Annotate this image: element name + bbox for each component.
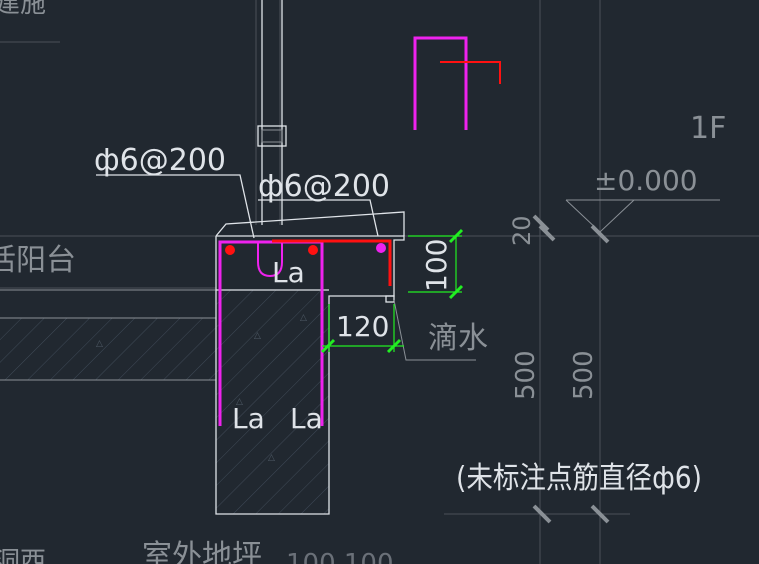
bottom-dims-label: 100 100 [286, 549, 394, 564]
dim-500-a-label: 500 [511, 350, 541, 400]
svg-text:△: △ [96, 339, 103, 349]
dimension-100 [408, 228, 464, 300]
la-right-label: La [290, 402, 323, 435]
svg-text:△: △ [268, 453, 275, 463]
balcony-label: 活阳台 [0, 243, 76, 278]
svg-text:△: △ [300, 313, 307, 323]
svg-text:△: △ [236, 397, 243, 407]
window-post [257, 0, 287, 225]
svg-text:△: △ [254, 331, 261, 341]
dim-20-label: 20 [508, 215, 536, 246]
rebar-dots [225, 243, 386, 255]
bottom-left-label: 洞西 [0, 547, 46, 564]
top-left-label: 建施 [0, 0, 46, 19]
rebar-red [272, 61, 501, 286]
la-top-label: La [272, 256, 305, 289]
structure-outline [215, 211, 405, 515]
rebar-magenta [218, 36, 468, 426]
rebar-label-2: ф6@200 [258, 169, 390, 204]
outdoor-ground-label: 室外地坪 [142, 539, 262, 564]
gray-ticks [532, 214, 610, 524]
la-left-label: La [232, 402, 265, 435]
leader-lines [96, 174, 720, 361]
wall-hatch [0, 289, 216, 381]
column-hatch: △ △ △ △ △ [96, 290, 329, 514]
dim-500-b-label: 500 [569, 350, 599, 400]
drip-label: 滴水 [428, 321, 488, 356]
floor-label: 1F [690, 111, 726, 146]
elevation-label: ±0.000 [594, 164, 698, 197]
rebar-label-1: ф6@200 [94, 143, 226, 178]
dimension-120 [320, 304, 404, 354]
dim-120-label: 120 [336, 310, 389, 343]
dim-100-label: 100 [420, 239, 453, 292]
note-label: (未标注点筋直径ф6) [456, 461, 702, 496]
